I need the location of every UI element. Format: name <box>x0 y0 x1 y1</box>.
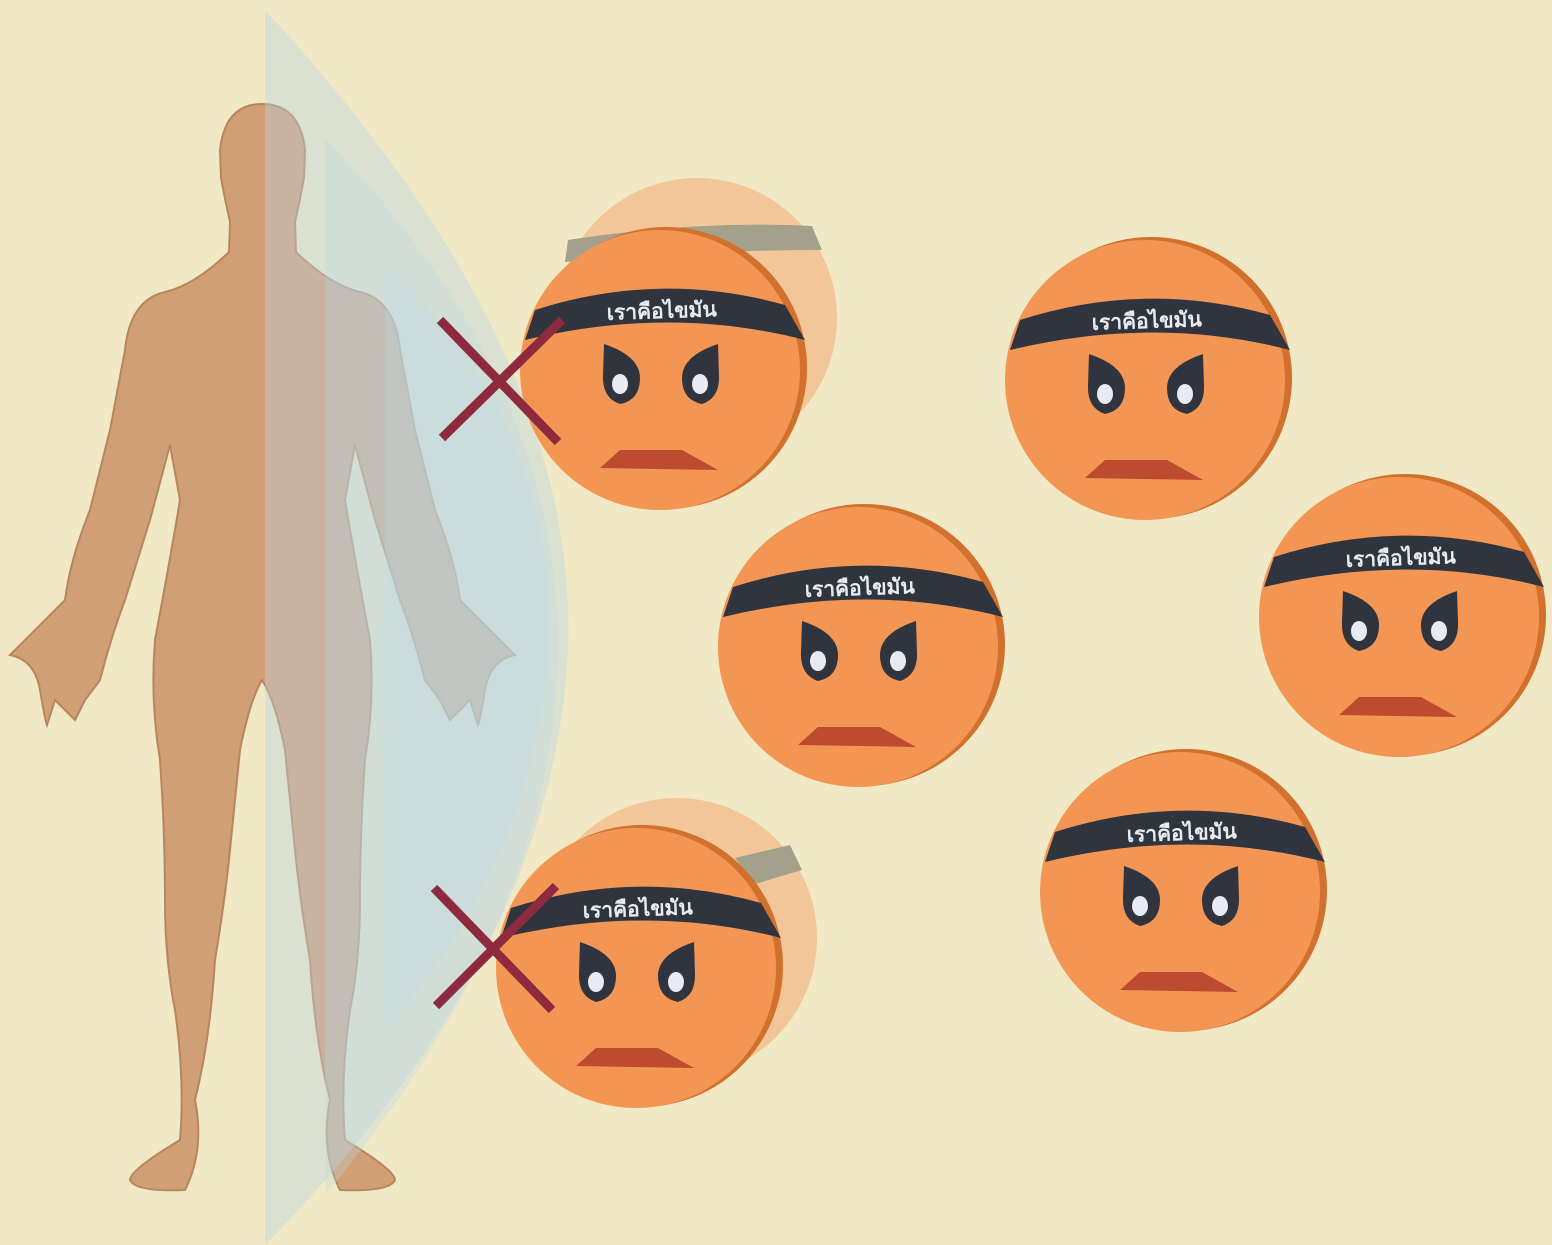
fat-cell-label: เราคือไขมัน <box>1091 306 1202 335</box>
fat-cell-label: เราคือไขมัน <box>1345 543 1456 572</box>
fat-cell-label: เราคือไขมัน <box>582 894 693 923</box>
fat-cell: เราคือไขมัน <box>718 504 1005 787</box>
fat-cell-label: เราคือไขมัน <box>804 573 915 602</box>
shield-barrier <box>265 10 568 1245</box>
fat-cell: เราคือไขมัน <box>496 825 783 1108</box>
fat-cell-label: เราคือไขมัน <box>1126 818 1237 847</box>
fat-cell: เราคือไขมัน <box>1005 237 1292 520</box>
fat-cell-label: เราคือไขมัน <box>606 296 717 325</box>
fat-cell: เราคือไขมัน <box>1040 749 1327 1032</box>
fat-cell: เราคือไขมัน <box>1259 474 1546 757</box>
fat-cell: เราคือไขมัน <box>520 227 807 510</box>
